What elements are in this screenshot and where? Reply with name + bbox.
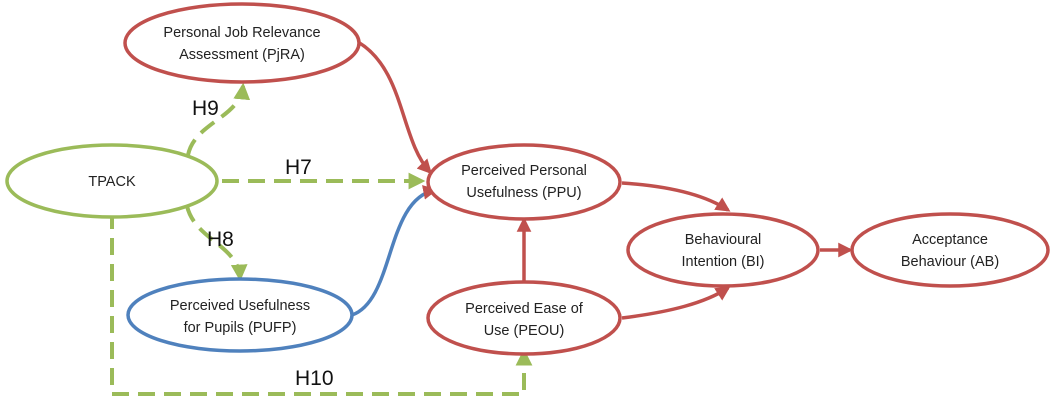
node-pjra: Personal Job Relevance Assessment (PjRA) xyxy=(123,2,361,84)
node-ab-label-line1: Acceptance xyxy=(912,232,988,248)
node-pufp-label-line2: for Pupils (PUFP) xyxy=(184,320,297,336)
h10-path xyxy=(110,212,533,396)
h9-path xyxy=(186,82,251,156)
arrow-ppu-to-bi xyxy=(621,181,731,212)
hypothesis-h8-label: H8 xyxy=(207,228,234,251)
node-bi: Behavioural Intention (BI) xyxy=(626,212,820,288)
h8-path xyxy=(185,205,248,282)
node-pjra-label-line1: Personal Job Relevance xyxy=(163,25,320,41)
node-ppu: Perceived Personal Usefulness (PPU) xyxy=(426,143,622,221)
node-ab-label-line2: Behaviour (AB) xyxy=(901,254,999,270)
node-tpack: TPACK xyxy=(5,143,219,219)
node-bi-label-line2: Intention (BI) xyxy=(681,254,764,270)
node-ppu-label-line2: Usefulness (PPU) xyxy=(466,185,581,201)
node-pjra-label-line2: Assessment (PjRA) xyxy=(179,47,305,63)
node-peou-label-line2: Use (PEOU) xyxy=(484,323,565,339)
node-pufp: Perceived Usefulness for Pupils (PUFP) xyxy=(126,277,354,353)
node-peou-label-line1: Perceived Ease of xyxy=(465,301,584,317)
arrow-peou-to-bi xyxy=(621,286,731,320)
node-pufp-label-line1: Perceived Usefulness xyxy=(170,298,310,314)
node-ab: Acceptance Behaviour (AB) xyxy=(850,212,1050,288)
node-tpack-label: TPACK xyxy=(88,174,136,190)
node-ppu-label-line1: Perceived Personal xyxy=(461,163,587,179)
hypothesis-h9-label: H9 xyxy=(192,97,219,120)
arrow-pjra-to-ppu xyxy=(357,40,433,175)
arrow-pufp-to-ppu xyxy=(351,185,438,317)
node-peou: Perceived Ease of Use (PEOU) xyxy=(426,280,622,356)
hypothesis-h10-label: H10 xyxy=(295,367,334,390)
hypothesis-h7-label: H7 xyxy=(285,156,312,179)
node-bi-label-line1: Behavioural xyxy=(685,232,762,248)
